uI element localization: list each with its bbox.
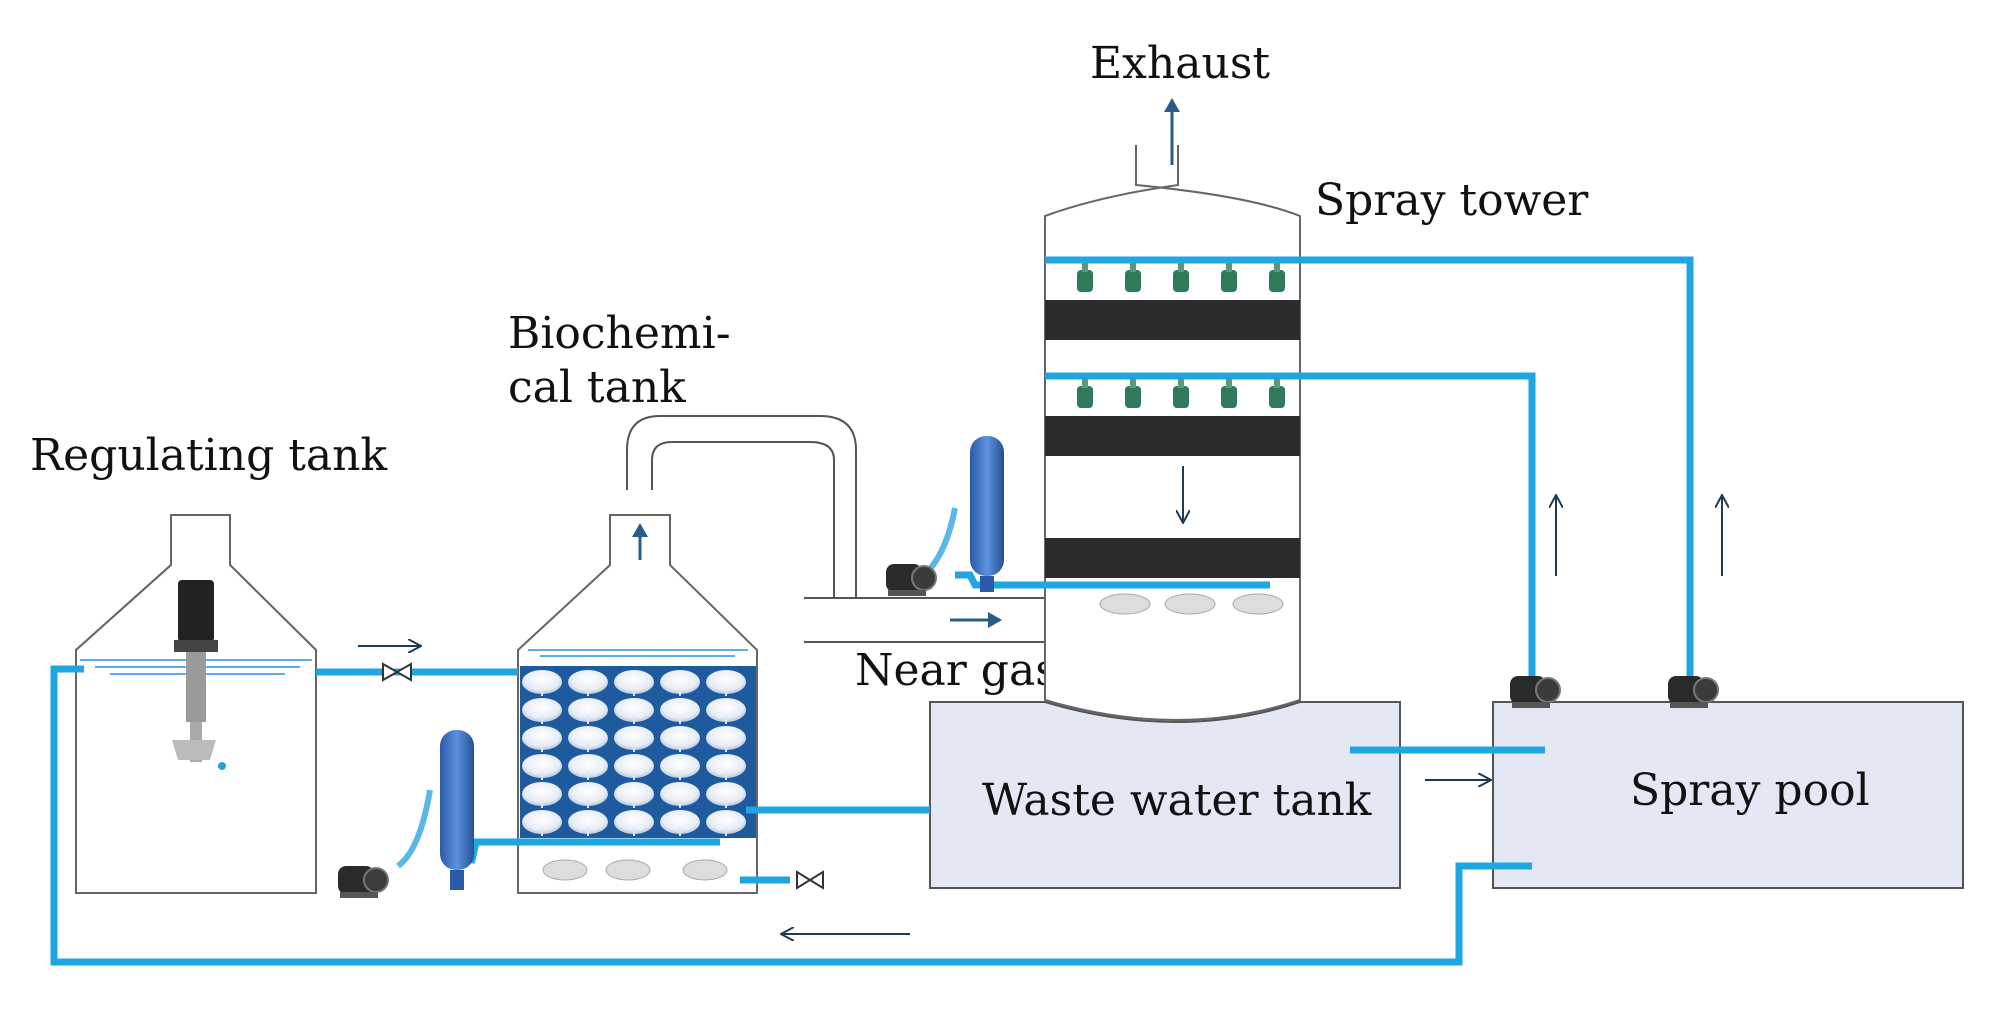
media-ball xyxy=(568,810,608,836)
nozzle xyxy=(1173,262,1189,292)
nozzle xyxy=(1125,262,1141,292)
media-ball xyxy=(568,754,608,780)
media-ball xyxy=(568,698,608,724)
label-near-gas: Near gas xyxy=(855,645,1058,696)
media-ball xyxy=(706,670,746,696)
biochemical-tank xyxy=(517,514,758,894)
spray-pool xyxy=(1492,701,1964,889)
media-ball xyxy=(660,670,700,696)
media-ball xyxy=(706,810,746,836)
nozzle-icon xyxy=(1077,262,1285,408)
media-ball xyxy=(706,698,746,724)
pump-icon xyxy=(338,564,1719,898)
media-ball xyxy=(706,782,746,808)
pump xyxy=(886,564,937,596)
label-waste-water-tank: Waste water tank xyxy=(982,775,1372,826)
media-ball xyxy=(522,782,562,808)
media-ball xyxy=(568,782,608,808)
pump xyxy=(1510,676,1561,708)
pump xyxy=(338,866,389,898)
packing-layer-2 xyxy=(1045,416,1300,456)
media-ball xyxy=(614,810,654,836)
media-ball xyxy=(660,810,700,836)
nozzle xyxy=(1269,262,1285,292)
media-ball xyxy=(614,698,654,724)
media-ball xyxy=(614,726,654,752)
label-biochemical-line2: cal tank xyxy=(508,362,686,413)
media-ball xyxy=(706,726,746,752)
nozzle xyxy=(1077,262,1093,292)
label-exhaust: Exhaust xyxy=(1090,38,1270,89)
regulating-tank xyxy=(75,514,317,894)
aerator-icon xyxy=(542,859,728,881)
nozzle xyxy=(1221,378,1237,408)
media-ball xyxy=(614,670,654,696)
nozzle xyxy=(1269,378,1285,408)
pump xyxy=(1668,676,1719,708)
media-ball xyxy=(522,670,562,696)
label-spray-pool: Spray pool xyxy=(1630,765,1870,816)
media-ball xyxy=(522,698,562,724)
packing-layer-3 xyxy=(1045,538,1300,578)
spray-tower xyxy=(1044,145,1301,721)
media-ball xyxy=(568,726,608,752)
aerator-icon xyxy=(1099,593,1284,615)
nozzle xyxy=(1221,262,1237,292)
media-ball xyxy=(522,754,562,780)
nozzle xyxy=(1173,378,1189,408)
valve-icon xyxy=(382,662,824,890)
media-ball xyxy=(660,698,700,724)
media-ball xyxy=(568,670,608,696)
nozzle xyxy=(1125,378,1141,408)
filter-vessel-icon xyxy=(440,436,1004,890)
gas-duct xyxy=(626,415,1060,643)
media-ball xyxy=(706,754,746,780)
media-ball xyxy=(522,810,562,836)
media-ball xyxy=(660,726,700,752)
bio-media-bubbles xyxy=(522,670,746,836)
media-ball xyxy=(660,782,700,808)
media-ball xyxy=(614,782,654,808)
media-ball xyxy=(660,754,700,780)
media-ball xyxy=(614,754,654,780)
label-spray-tower: Spray tower xyxy=(1315,175,1589,226)
mixer-motor-icon xyxy=(172,580,226,770)
label-biochemical-line1: Biochemi- xyxy=(508,308,731,359)
flow-arrows xyxy=(358,496,1722,934)
nozzle xyxy=(1077,378,1093,408)
waste-water-tank xyxy=(929,701,1401,889)
packing-layer-1 xyxy=(1045,300,1300,340)
label-regulating-tank: Regulating tank xyxy=(30,430,387,481)
bio-media xyxy=(520,666,756,838)
media-ball xyxy=(522,726,562,752)
